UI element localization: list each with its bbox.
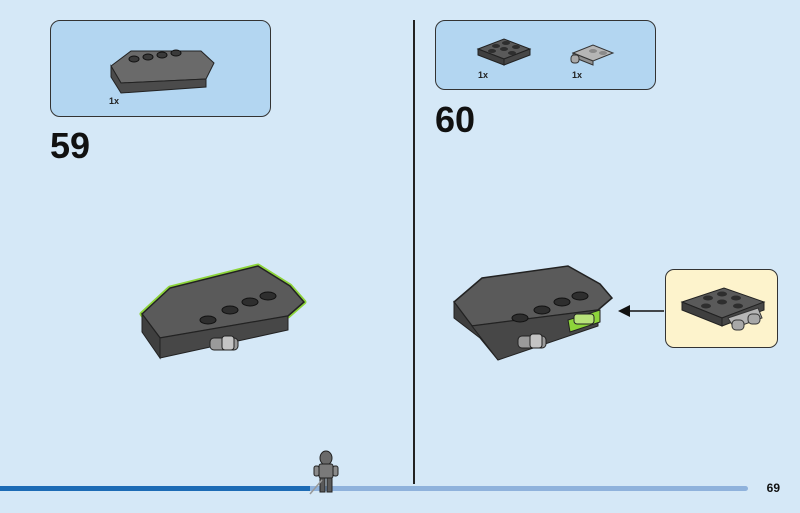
sub-assembly-callout bbox=[665, 269, 778, 348]
page-number: 69 bbox=[766, 481, 780, 495]
step-number: 60 bbox=[435, 99, 476, 140]
step-60-parts-box: 1x 1x bbox=[435, 20, 656, 90]
progress-bar bbox=[0, 486, 748, 491]
step-divider bbox=[413, 20, 415, 484]
part-qty: 1x bbox=[478, 70, 489, 80]
curved-slope-wedge-icon bbox=[110, 49, 215, 94]
part-qty: 1x bbox=[572, 70, 583, 80]
step-59-parts-box: 1x bbox=[50, 20, 271, 117]
plate-2x3-icon bbox=[476, 38, 532, 66]
plate-with-clips-subassembly bbox=[680, 287, 766, 331]
insert-arrow bbox=[618, 305, 664, 317]
progress-bar-track bbox=[310, 486, 748, 491]
step-59-assembly bbox=[139, 263, 307, 360]
minifigure-progress-icon bbox=[309, 450, 339, 495]
step-number: 59 bbox=[50, 125, 91, 166]
step-60-assembly bbox=[452, 265, 614, 361]
part-qty: 1x bbox=[109, 96, 120, 106]
plate-with-clips-icon bbox=[570, 44, 615, 66]
progress-bar-fill bbox=[0, 486, 310, 491]
